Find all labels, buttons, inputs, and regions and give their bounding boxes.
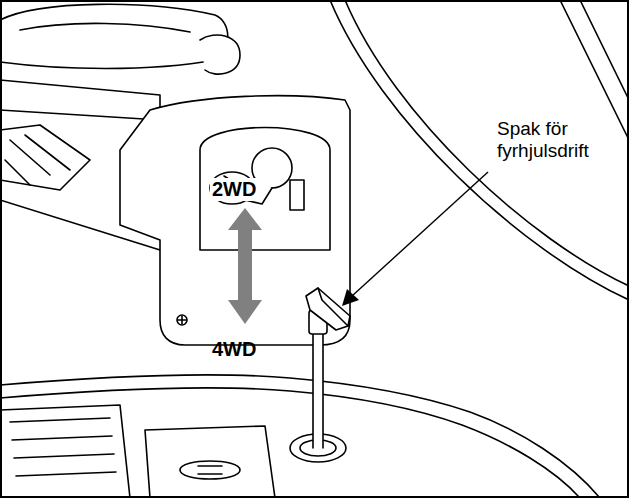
mat-ridges [10,418,116,476]
mat-recess [180,461,240,479]
panel-recess [200,128,330,251]
lever-handle [306,288,350,330]
part-name: Spak för fyrhjulsdrift [497,118,622,162]
lever-rod [313,330,323,448]
seat-spring [5,135,70,185]
cab-wall-curve [345,0,629,286]
cab-wall-curve [330,0,629,300]
position-label: 2WD [210,178,258,201]
floor-mat [0,405,130,498]
seat-seam [20,23,190,32]
floor-edge-inner [0,388,580,498]
panel-screw [177,315,187,325]
position-label: 4WD [210,338,258,361]
seat-cushion [0,4,228,68]
seat-base [0,80,160,120]
leader-line [352,172,488,296]
leader-arrowhead [342,289,359,306]
cab-pillar-line [580,0,629,100]
floor-edge [0,375,600,498]
seat-knob [200,35,240,74]
shift-direction-arrow [228,208,262,324]
panel-bracket [290,180,304,210]
console-panel [120,96,350,345]
seat-mechanism [0,125,90,190]
mat-recess-line [198,466,222,474]
screw-slot [178,316,186,324]
handle-edge [318,288,348,326]
cab-pillar-line [560,0,629,140]
floor-mat-panel [145,426,275,498]
